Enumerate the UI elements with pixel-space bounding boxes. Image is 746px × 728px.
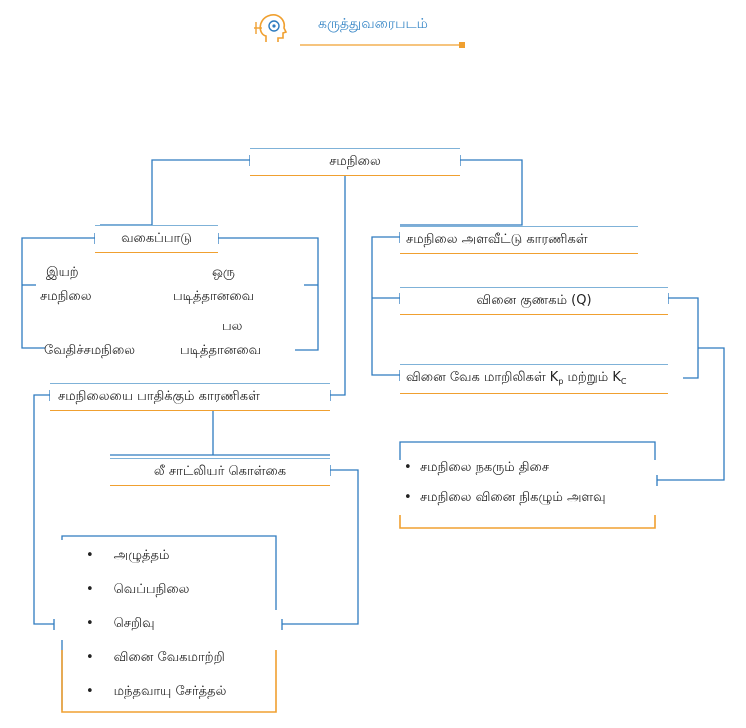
principle-label: லீ சாட்லியர் கொள்கை [153,464,287,479]
multi-line2: படித்தானவை [180,343,262,358]
list-item: • செறிவு [86,616,155,632]
multi-line1: பல [222,319,243,334]
constants-label: சமநிலை அளவீட்டு காரணிகள் [406,232,588,247]
rate-mid: மற்றும் K [563,370,621,385]
principle-node: லீ சாட்லியர் கொள்கை [110,458,330,486]
head-gear-icon [254,14,288,42]
header-icon [250,8,294,48]
quotient-node: வினை குணகம் (Q) [400,287,668,315]
factor-concentration: செறிவு [113,616,155,631]
rate-constants-node: வினை வேக மாறிலிகள் Kp மற்றும் KC [400,364,668,394]
single-line1: ஒரு [212,265,235,280]
use-extent: சமநிலை வினை நிகழும் அளவு [419,490,606,505]
bullet: • [86,548,94,563]
single-line2: படித்தானவை [173,289,255,304]
bullet: • [404,460,412,475]
bullet: • [86,684,94,699]
list-item: • மந்தவாயு சேர்த்தல் [86,684,226,700]
list-item: • வினை வேகமாற்றி [86,650,225,666]
list-item: • சமநிலை நகரும் திசை [404,460,549,476]
constants-node: சமநிலை அளவீட்டு காரணிகள் [400,226,638,254]
quotient-label: வினை குணகம் (Q) [476,293,592,308]
classification-label: வகைப்பாடு [121,231,192,246]
factor-inert-gas: மந்தவாயு சேர்த்தல் [113,684,227,699]
list-item: • சமநிலை வினை நிகழும் அளவு [404,490,606,506]
uses-list: • சமநிலை நகரும் திசை • சமநிலை வினை நிகழு… [404,460,654,516]
page-title: கருத்துவரைபடம் [318,16,428,32]
factors-node: சமநிலையை பாதிக்கும் காரணிகள் [50,383,330,411]
root-label: சமநிலை [329,154,381,169]
use-direction: சமநிலை நகரும் திசை [419,460,550,475]
bullet: • [86,582,94,597]
factors-list: • அழுத்தம் • வெப்பநிலை • செறிவு • வினை வேகமா… [86,548,276,708]
bullet: • [86,616,94,631]
natural-line1: இயற் [46,265,79,280]
rate-sub-p: p [558,377,564,386]
factor-catalyst: வினை வேகமாற்றி [113,650,225,665]
rate-label: வினை வேக மாறிலிகள் K [406,370,559,385]
factor-pressure: அழுத்தம் [113,548,170,563]
chemical-label: வேதிச்சமநிலை [44,343,136,358]
classification-node: வகைப்பாடு [95,225,218,253]
bullet: • [404,490,412,505]
header-dot [459,42,465,48]
list-item: • அழுத்தம் [86,548,169,564]
factors-label: சமநிலையை பாதிக்கும் காரணிகள் [58,389,260,404]
bullet: • [86,650,94,665]
factor-temperature: வெப்பநிலை [113,582,190,597]
rate-sub-c: C [620,377,627,386]
root-node: சமநிலை [250,148,460,176]
list-item: • வெப்பநிலை [86,582,189,598]
natural-line2: சமநிலை [40,289,92,304]
